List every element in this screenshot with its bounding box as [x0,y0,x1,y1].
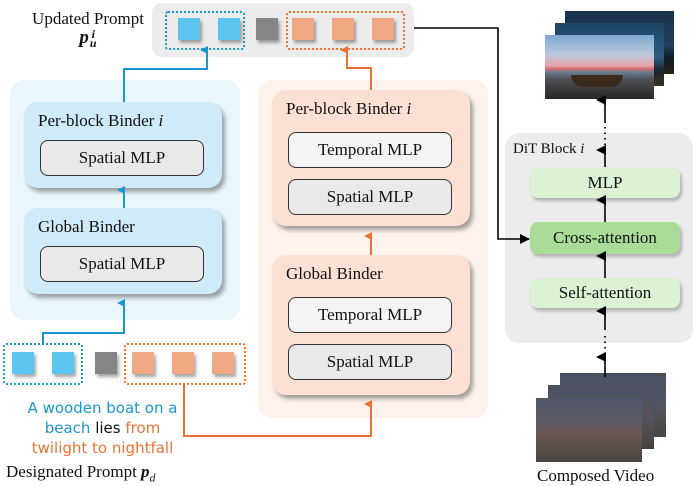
token-gray [95,352,117,374]
dit-block: DiT Block i MLP Cross-attention Self-att… [505,133,693,343]
dit-mlp-layer: MLP [530,168,680,198]
updated-prompt-title: Updated Prompt [32,9,144,28]
temporal-mlp-box: Temporal MLP [288,132,452,168]
composed-video-label: Composed Video [537,466,655,485]
token-orange [132,352,154,374]
arrow-orange-to-global [183,385,372,437]
token-orange [212,352,234,374]
token-blue [12,352,34,374]
token-orange [372,18,394,40]
prompt-sentence: A wooden boat on a beach lies from twili… [0,398,205,458]
dit-cross-attention-layer: Cross-attention [530,222,680,254]
binder-title: Per-block Binder i [286,99,412,118]
arrow-orange-to-updated [340,46,372,90]
dit-block-title: DiT Block i [513,141,585,157]
prompt-line-1: A wooden boat on a [27,399,178,417]
token-orange [292,18,314,40]
binder-title: Global Binder [38,217,135,236]
arrow-blue-to-updated [123,46,208,102]
updated-prompt-strip [152,3,414,57]
binder-title: Per-block Binder i [38,111,164,130]
spatial-mlp-box: Spatial MLP [288,179,452,215]
boat-shape-icon [571,75,623,87]
spatial-global-binder: Global Binder Spatial MLP [24,208,222,294]
token-blue [218,18,240,40]
spatial-mlp-box: Spatial MLP [40,246,204,282]
noisy-frame [536,398,642,462]
temporal-global-binder: Global Binder Temporal MLP Spatial MLP [272,255,470,395]
temporal-mlp-box: Temporal MLP [288,297,452,333]
token-gray [256,18,278,40]
spatial-mlp-box: Spatial MLP [40,140,204,176]
binder-title: Global Binder [286,264,383,283]
spatial-token-group [3,343,83,385]
designated-prompt-strip [0,340,250,390]
designated-prompt-label: Designated Prompt pd [6,462,156,485]
temporal-binder-panel: Per-block Binder i Temporal MLP Spatial … [258,80,488,418]
arrow-prompt-to-cross-attention [414,27,530,244]
token-blue [52,352,74,374]
token-orange [172,352,194,374]
output-frame-boat [545,35,654,99]
dit-self-attention-layer: Self-attention [530,278,680,308]
temporal-token-group [124,343,246,385]
prompt-line-2: beach lies from [44,419,161,437]
spatial-mlp-box: Spatial MLP [288,344,452,380]
spatial-per-block-binder: Per-block Binder i Spatial MLP [24,102,222,188]
spatial-binder-panel: Per-block Binder i Spatial MLP Global Bi… [10,80,240,320]
temporal-per-block-binder: Per-block Binder i Temporal MLP Spatial … [272,90,470,226]
token-orange [332,18,354,40]
arrow-blue-to-global [42,299,125,343]
token-blue [178,18,200,40]
prompt-line-3: twilight to nightfall [31,439,174,457]
